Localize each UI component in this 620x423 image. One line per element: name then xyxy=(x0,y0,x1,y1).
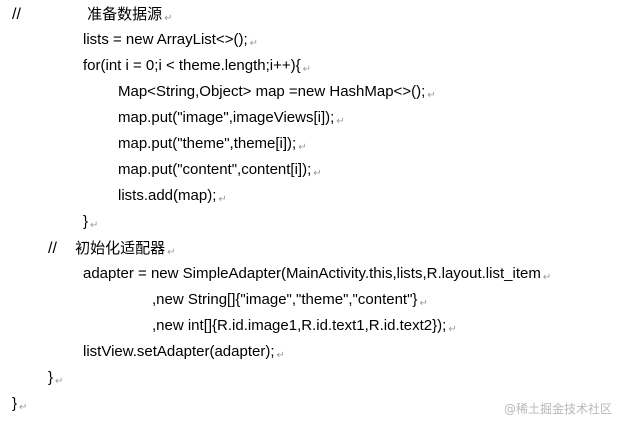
code-text: } xyxy=(12,395,18,412)
code-line: for(int i = 0;i < theme.length;i++){↵ xyxy=(83,53,311,79)
paragraph-mark-icon: ↵ xyxy=(336,116,345,127)
code-text: map.put("content",content[i]); xyxy=(118,161,312,178)
paragraph-mark-icon: ↵ xyxy=(249,38,259,49)
paragraph-mark-icon: ↵ xyxy=(164,13,173,24)
code-text: lists.add(map); xyxy=(118,187,217,204)
code-line: listView.setAdapter(adapter);↵ xyxy=(83,339,285,365)
code-text: ,new int[]{R.id.image1,R.id.text1,R.id.t… xyxy=(152,317,447,334)
paragraph-mark-icon: ↵ xyxy=(542,272,552,283)
code-line: ,new String[]{"image","theme","content"}… xyxy=(152,287,428,313)
code-line: }↵ xyxy=(48,365,63,391)
code-text: } xyxy=(83,213,89,230)
paragraph-mark-icon: ↵ xyxy=(55,376,64,387)
paragraph-mark-icon: ↵ xyxy=(419,298,428,309)
code-text: Map<String,Object> map =new HashMap<>(); xyxy=(118,83,426,100)
paragraph-mark-icon: ↵ xyxy=(448,324,457,335)
code-line: lists.add(map);↵ xyxy=(118,183,227,209)
paragraph-mark-icon: ↵ xyxy=(298,142,307,153)
code-line: }↵ xyxy=(83,209,98,235)
code-text: map.put("image",imageViews[i]); xyxy=(118,109,335,126)
code-line: }↵ xyxy=(12,391,27,417)
comment-slashes: // xyxy=(48,240,57,257)
watermark: @稀土掘金技术社区 xyxy=(503,402,612,416)
code-line: map.put("content",content[i]);↵ xyxy=(118,157,322,183)
paragraph-mark-icon: ↵ xyxy=(276,350,285,361)
paragraph-mark-icon: ↵ xyxy=(313,168,322,179)
comment-text: 初始化适配器 xyxy=(75,239,166,257)
code-line: lists = new ArrayList<>();↵ xyxy=(83,27,258,53)
code-text: map.put("theme",theme[i]); xyxy=(118,135,297,152)
comment-text: 准备数据源 xyxy=(87,5,163,23)
code-text: adapter = new SimpleAdapter(MainActivity… xyxy=(83,265,541,282)
paragraph-mark-icon: ↵ xyxy=(302,64,312,75)
code-line: ,new int[]{R.id.image1,R.id.text1,R.id.t… xyxy=(152,313,457,339)
code-line: Map<String,Object> map =new HashMap<>();… xyxy=(118,79,436,105)
paragraph-mark-icon: ↵ xyxy=(167,247,176,258)
comment-line-init-adapter: // 初始化适配器↵ xyxy=(48,235,175,261)
paragraph-mark-icon: ↵ xyxy=(218,194,227,205)
code-text: } xyxy=(48,369,54,386)
code-text: for(int i = 0;i < theme.length;i++){ xyxy=(83,57,301,74)
comment-line-prepare-data: // 准备数据源↵ xyxy=(12,1,172,27)
code-text: listView.setAdapter(adapter); xyxy=(83,343,275,360)
comment-slashes: // xyxy=(12,6,21,23)
code-text: ,new String[]{"image","theme","content"} xyxy=(152,291,418,308)
code-line: map.put("image",imageViews[i]);↵ xyxy=(118,105,345,131)
code-line: adapter = new SimpleAdapter(MainActivity… xyxy=(83,261,551,287)
paragraph-mark-icon: ↵ xyxy=(427,90,436,101)
paragraph-mark-icon: ↵ xyxy=(90,220,99,231)
code-line: map.put("theme",theme[i]);↵ xyxy=(118,131,307,157)
code-text: lists = new ArrayList<>(); xyxy=(83,31,248,48)
paragraph-mark-icon: ↵ xyxy=(19,402,28,413)
